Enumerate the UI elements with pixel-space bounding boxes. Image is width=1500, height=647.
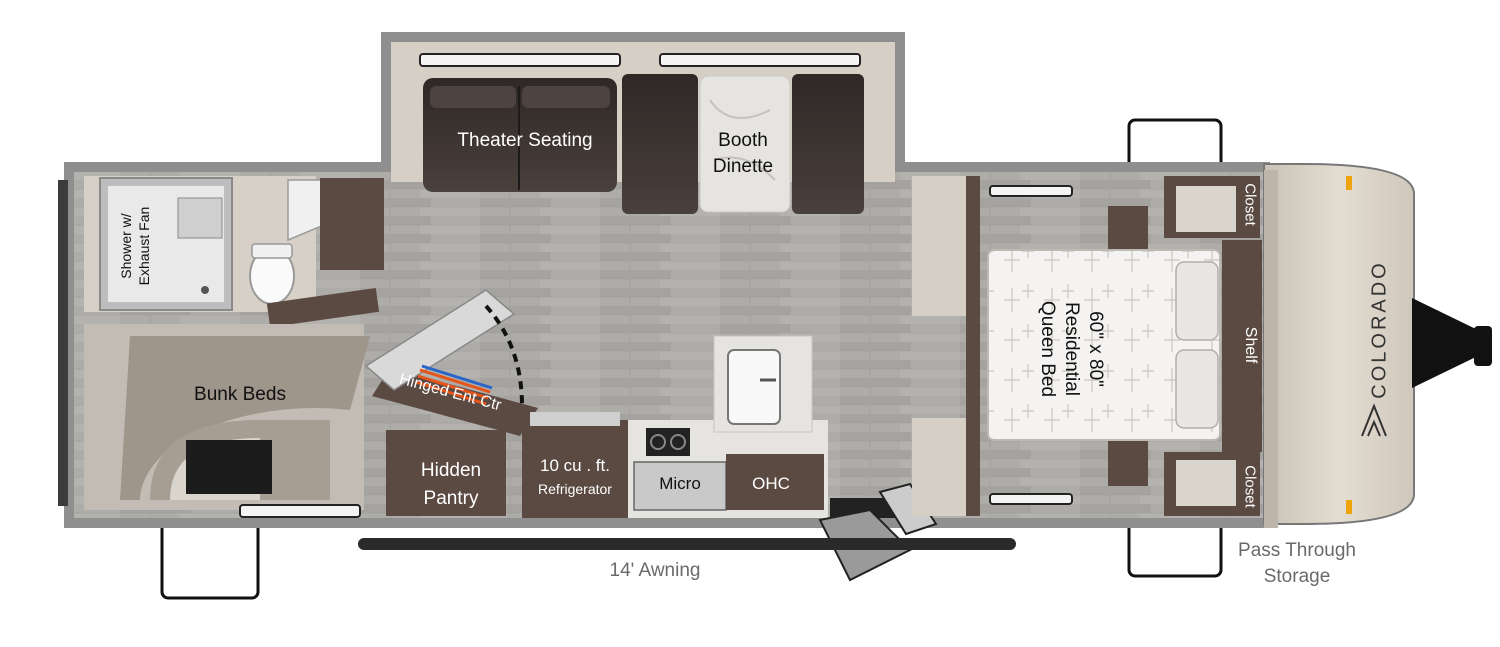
label-closet-top: Closet (1241, 183, 1259, 226)
label-bunk-beds: Bunk Beds (194, 384, 286, 405)
label-micro: Micro (659, 474, 701, 493)
label-bed-2: Residential (1061, 302, 1082, 396)
ohc-cabinet (726, 454, 824, 510)
rear-bumper (58, 180, 68, 506)
bedroom-divider (912, 176, 970, 316)
label-shelf: Shelf (1242, 326, 1259, 364)
label-awning: 14' Awning (609, 560, 701, 581)
label-pantry: Pantry (423, 488, 479, 509)
label-booth: Booth (718, 130, 768, 151)
dinette-bench-right (792, 74, 864, 214)
kitchen-sink (727, 349, 781, 425)
label-shower-2: Exhaust Fan (136, 206, 152, 286)
awning (358, 538, 1016, 550)
label-bed-3: Queen Bed (1037, 300, 1058, 398)
front-cap (1263, 163, 1415, 525)
dinette-bench-left (622, 74, 698, 214)
label-dinette: Dinette (712, 156, 774, 177)
brand-mountain-icon (1361, 403, 1387, 437)
tire-pad-right-bottom (1127, 520, 1223, 578)
refrigerator (522, 420, 628, 518)
label-pass-through-2: Storage (1263, 566, 1331, 587)
dinette-table (699, 75, 791, 213)
label-fridge-1: 10 cu . ft. (540, 456, 610, 475)
label-bed-1: 60" x 80" (1085, 311, 1106, 387)
bedroom-shelf (1222, 240, 1262, 452)
stove (646, 428, 690, 456)
bunk-mattress (120, 336, 370, 500)
brand-logo: COLORADO (1368, 260, 1391, 399)
bedroom-window-bottom (989, 493, 1073, 505)
hidden-pantry (386, 430, 506, 516)
label-hidden: Hidden (420, 460, 482, 481)
tire-pad-left (160, 520, 260, 600)
bedroom-window-top (989, 185, 1073, 197)
label-fridge-2: Refrigerator (538, 481, 612, 497)
label-closet-bottom: Closet (1241, 465, 1259, 508)
label-pass-through-1: Pass Through (1238, 540, 1356, 561)
label-ohc: OHC (752, 474, 790, 493)
hitch (1412, 298, 1482, 388)
hinged-ent-ctr (372, 368, 538, 436)
tire-pad-right-top (1127, 118, 1223, 170)
label-theater-seating: Theater Seating (457, 130, 593, 151)
label-shower-1: Shower w/ (118, 213, 134, 279)
queen-bed (987, 249, 1221, 441)
